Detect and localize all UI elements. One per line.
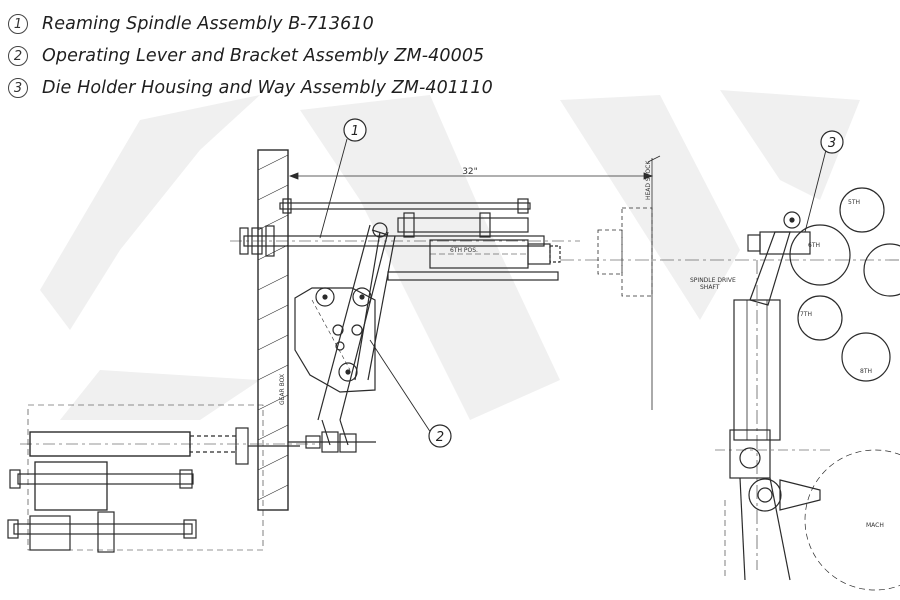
legend-number-2: 2: [8, 46, 28, 66]
sixth-pos-label: 6TH POS.: [450, 247, 478, 254]
gear-box-label: GEAR BOX: [279, 374, 286, 405]
gear-box-wall: [257, 149, 289, 511]
station-7th-label: 7TH: [800, 311, 812, 318]
svg-text:2: 2: [436, 430, 444, 445]
legend-item-2: 2 Operating Lever and Bracket Assembly Z…: [8, 40, 493, 72]
station-5th-label: 5TH: [848, 199, 860, 206]
legend-text-3: Die Holder Housing and Way Assembly ZM-4…: [42, 78, 493, 98]
legend-number-1: 1: [8, 14, 28, 34]
drawing-labels: 32" 6TH POS. HEAD STOCK GEAR BOX SPINDLE…: [279, 160, 884, 529]
callout-2: 2: [428, 424, 452, 448]
legend-text-2: Operating Lever and Bracket Assembly ZM-…: [42, 46, 485, 66]
right-assembly: [715, 187, 900, 591]
dimension-label: 32": [462, 167, 478, 177]
legend-item-1: 1 Reaming Spindle Assembly B-713610: [8, 8, 493, 40]
legend-number-3: 3: [8, 78, 28, 98]
spindle-drive-label: SPINDLE DRIVE: [690, 277, 736, 284]
svg-text:1: 1: [351, 124, 359, 139]
station-6th-label: 6TH: [808, 242, 820, 249]
head-stock: [597, 207, 653, 297]
legend-item-3: 3 Die Holder Housing and Way Assembly ZM…: [8, 72, 493, 104]
svg-text:3: 3: [828, 136, 836, 151]
head-stock-label: HEAD STOCK: [645, 160, 652, 200]
callout-leaders: [319, 138, 827, 434]
station-8th-label: 8TH: [860, 368, 872, 375]
legend-text-1: Reaming Spindle Assembly B-713610: [42, 14, 374, 34]
callout-3: 3: [820, 130, 844, 154]
legend: 1 Reaming Spindle Assembly B-713610 2 Op…: [8, 8, 493, 104]
watermark-logo: [40, 90, 860, 420]
callout-1: 1: [343, 118, 367, 142]
shaft-label: SHAFT: [700, 284, 720, 291]
mach-label: MACH: [866, 522, 884, 529]
